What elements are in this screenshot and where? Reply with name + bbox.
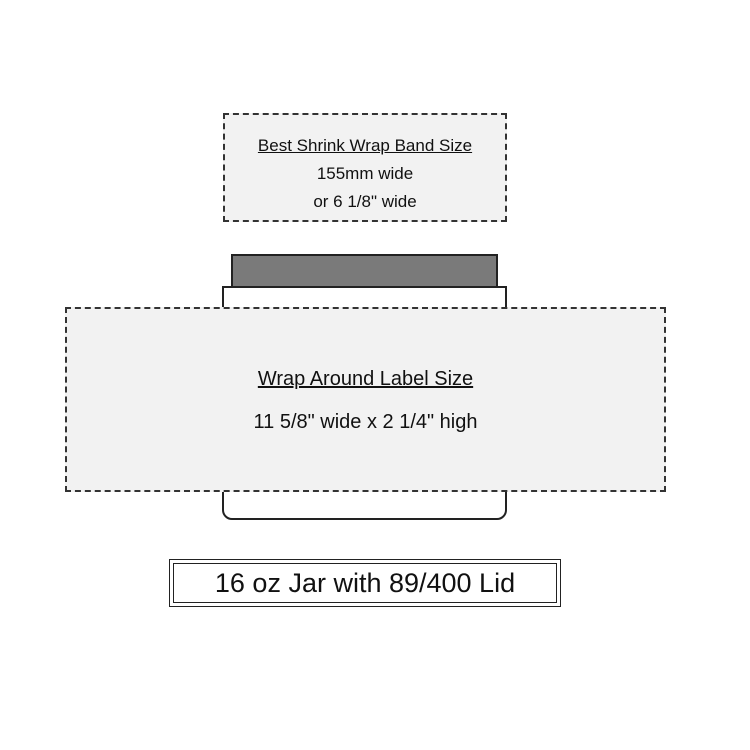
jar-caption-frame: 16 oz Jar with 89/400 Lid [169,559,561,607]
wrap-label-dimensions: 11 5/8" wide x 2 1/4" high [253,411,478,433]
jar-caption: 16 oz Jar with 89/400 Lid [173,563,557,603]
wrap-label-title: Wrap Around Label Size [257,368,474,390]
shrink-band-width-mm: 155mm wide [316,164,414,183]
shrink-band-callout: Best Shrink Wrap Band Size 155mm wide or… [223,113,507,222]
shrink-band-width-in: or 6 1/8" wide [313,192,417,211]
jar-lid [231,254,498,288]
wrap-label-callout: Wrap Around Label Size 11 5/8" wide x 2 … [65,307,666,492]
shrink-band-title: Best Shrink Wrap Band Size [257,136,473,155]
